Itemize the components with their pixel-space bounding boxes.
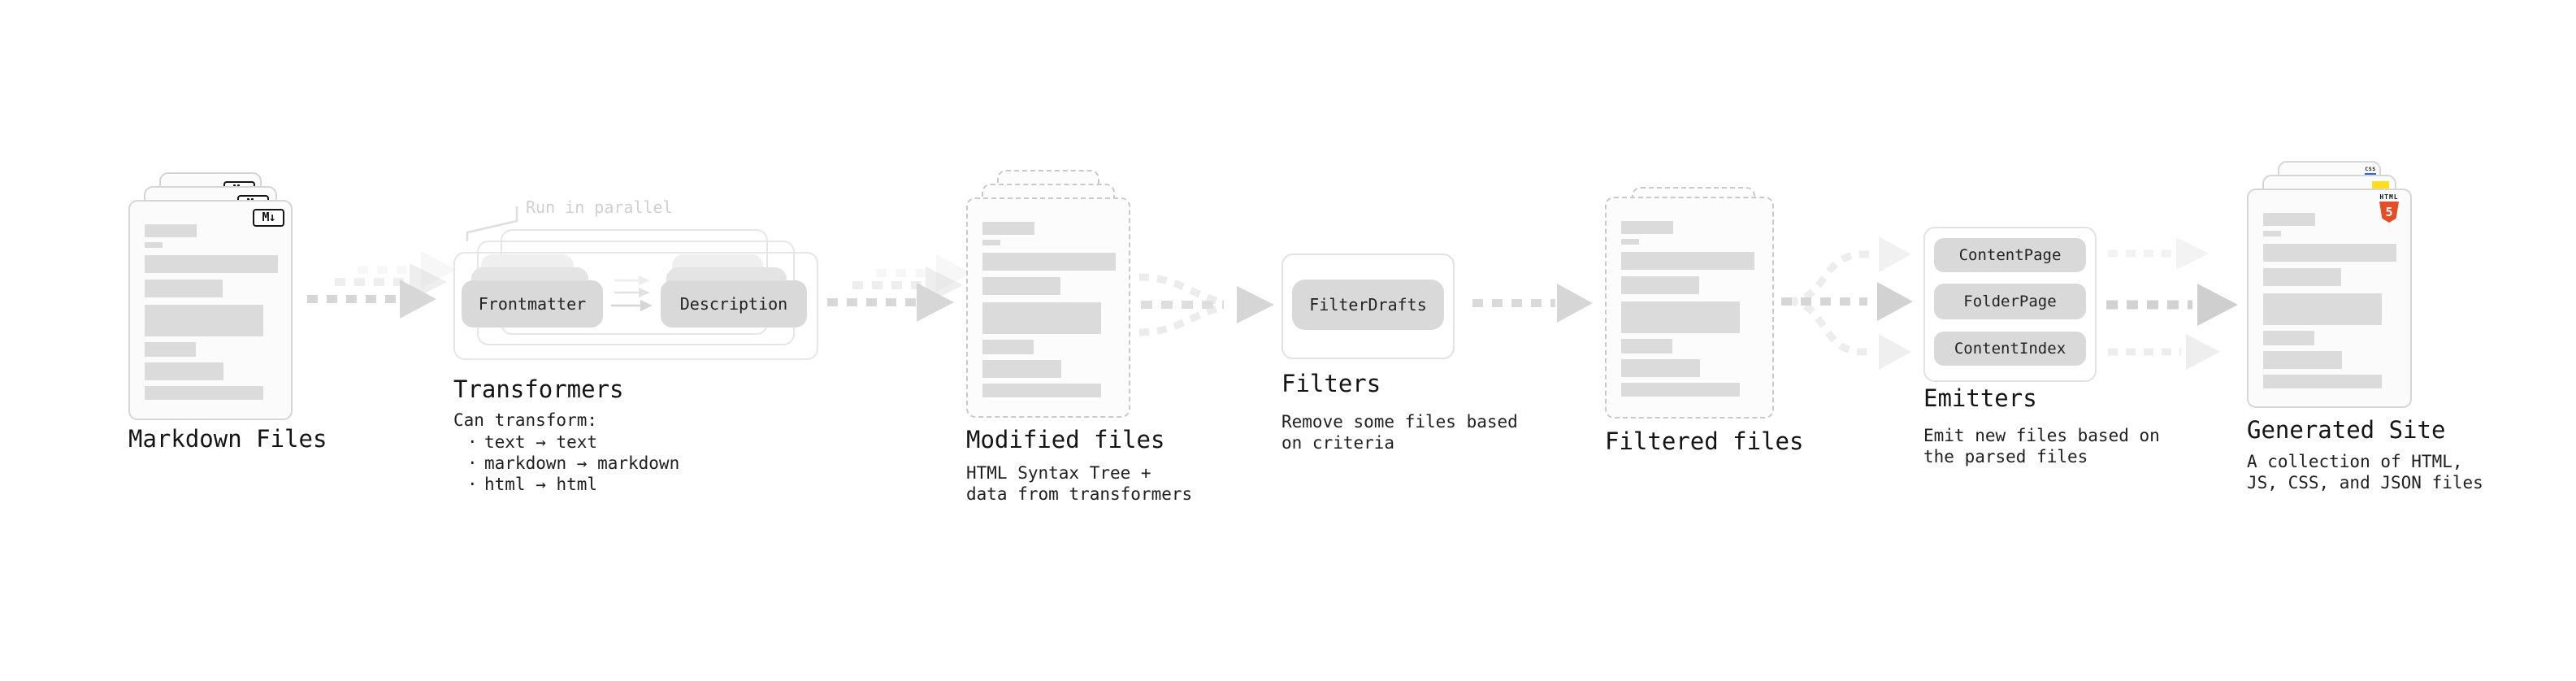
skeleton-line	[2263, 375, 2382, 388]
bullet-item: text → text	[453, 432, 679, 453]
markdown-icon: M↓	[253, 209, 284, 227]
contentpage-pill: ContentPage	[1934, 238, 2086, 272]
frontmatter-pill: Frontmatter	[462, 280, 603, 327]
transformers-bullet-list: text → text markdown → markdown html → h…	[453, 432, 679, 495]
skeleton-line	[145, 386, 263, 400]
caption-line: JS, CSS, and JSON files	[2247, 472, 2483, 492]
transformers-caption-heading: Can transform:	[453, 410, 598, 430]
stage-title-filters: Filters	[1281, 370, 1381, 397]
skeleton-line	[1621, 276, 1699, 294]
skeleton-line	[2263, 331, 2314, 345]
caption-line: HTML Syntax Tree +	[966, 463, 1151, 483]
skeleton-line	[2263, 293, 2382, 325]
caption-line: on criteria	[1281, 432, 1395, 453]
skeleton-line	[2263, 213, 2315, 226]
skeleton-line	[1621, 252, 1754, 270]
skeleton-line	[982, 340, 1034, 354]
html5-icon: HTML 5	[2379, 193, 2400, 223]
skeleton-line	[145, 255, 278, 273]
skeleton-line	[982, 240, 1000, 245]
stage-title-filtered-files: Filtered files	[1605, 427, 1804, 455]
bullet-item: html → html	[453, 474, 679, 495]
css-badge: CSS	[2364, 166, 2377, 176]
skeleton-line	[1621, 359, 1700, 377]
filterdrafts-pill: FilterDrafts	[1292, 280, 1444, 330]
skeleton-line	[1621, 383, 1740, 397]
caption-line: data from transformers	[966, 484, 1193, 504]
stage-title-modified-files: Modified files	[966, 426, 1165, 453]
skeleton-line	[1621, 239, 1639, 245]
skeleton-line	[2263, 231, 2281, 236]
skeleton-line	[982, 277, 1060, 295]
css-badge-label: CSS	[2365, 166, 2376, 172]
bullet-item: markdown → markdown	[453, 453, 679, 474]
folderpage-pill: FolderPage	[1934, 284, 2086, 319]
skeleton-line	[145, 342, 196, 357]
modified-file-card	[966, 197, 1130, 418]
generated-site-caption: A collection of HTML, JS, CSS, and JSON …	[2247, 452, 2483, 493]
generated-site-card: HTML 5	[2247, 189, 2412, 408]
skeleton-line	[982, 222, 1034, 235]
skeleton-line	[1621, 221, 1673, 234]
skeleton-line	[145, 280, 223, 297]
skeleton-line	[2263, 268, 2341, 286]
html5-icon-label: HTML	[2379, 193, 2399, 201]
caption-line: Remove some files based	[1281, 412, 1518, 432]
caption-line: the parsed files	[1923, 446, 2088, 466]
skeleton-line	[982, 360, 1061, 378]
description-pill: Description	[661, 280, 807, 327]
stage-title-transformers: Transformers	[453, 375, 624, 403]
markdown-file-card: M↓	[128, 200, 293, 420]
stage-title-generated-site: Generated Site	[2247, 416, 2446, 444]
skeleton-line	[982, 253, 1116, 271]
js-badge	[2372, 181, 2389, 189]
contentindex-pill: ContentIndex	[1934, 332, 2086, 366]
run-in-parallel-annotation: Run in parallel	[526, 197, 673, 217]
stage-title-emitters: Emitters	[1923, 384, 2037, 412]
skeleton-line	[1621, 339, 1672, 354]
caption-line: Emit new files based on	[1923, 426, 2160, 445]
filters-caption: Remove some files based on criteria	[1281, 412, 1518, 453]
skeleton-line	[145, 224, 197, 237]
filtered-file-card	[1605, 197, 1774, 419]
css-badge-bar	[2365, 173, 2376, 176]
skeleton-line	[982, 302, 1101, 334]
emitters-caption: Emit new files based on the parsed files	[1923, 426, 2160, 467]
skeleton-line	[982, 384, 1101, 397]
skeleton-line	[2263, 351, 2342, 369]
skeleton-line	[1621, 301, 1740, 333]
skeleton-line	[145, 242, 163, 248]
html5-icon-shield: 5	[2379, 202, 2399, 223]
caption-line: A collection of HTML,	[2247, 452, 2463, 471]
transformer-box-front	[453, 252, 818, 360]
stage-title-markdown-files: Markdown Files	[128, 425, 327, 453]
modified-files-caption: HTML Syntax Tree + data from transformer…	[966, 463, 1192, 505]
skeleton-line	[145, 305, 263, 336]
skeleton-line	[2263, 244, 2396, 262]
skeleton-line	[145, 362, 223, 380]
